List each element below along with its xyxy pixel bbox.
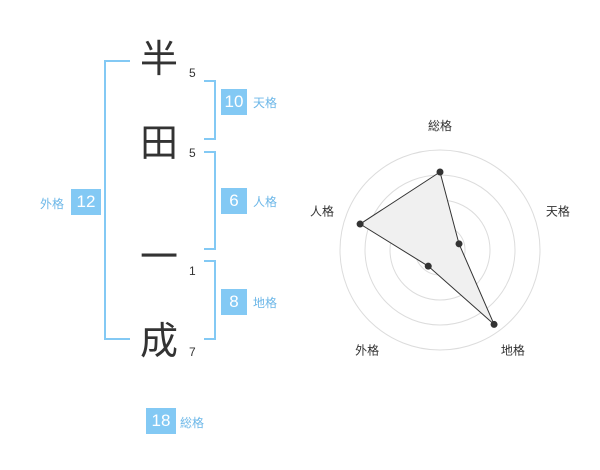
soukaku-value: 18 [146, 408, 176, 434]
name-char-3-strokes: 1 [189, 264, 196, 278]
chikaku-bracket [204, 260, 216, 340]
chikaku-value: 8 [221, 289, 247, 315]
jinkaku-label: 人格 [253, 195, 278, 209]
jinkaku-value: 6 [221, 188, 247, 214]
radar-point-2 [455, 240, 463, 248]
radar-ring-4 [339, 149, 541, 351]
radar-axis-label-1: 総格 [428, 118, 452, 133]
radar-point-5 [356, 220, 364, 228]
radar-area [359, 171, 495, 325]
gaikaku-label: 外格 [40, 197, 65, 211]
tenkaku-value: 10 [221, 89, 247, 115]
name-char-1: 半 [140, 37, 179, 81]
name-char-4: 成 [140, 319, 179, 363]
name-char-2-strokes: 5 [189, 146, 196, 160]
soukaku-label: 総格 [180, 416, 205, 430]
name-char-3: 一 [140, 235, 179, 279]
chikaku-label: 地格 [253, 296, 278, 310]
radar-point-4 [424, 262, 432, 270]
jinkaku-bracket [204, 151, 216, 250]
radar-axis-label-3: 地格 [501, 342, 525, 357]
name-char-2: 田 [140, 121, 179, 165]
tenkaku-bracket [204, 80, 216, 140]
radar-point-3 [490, 320, 498, 328]
radar-axis-label-2: 天格 [546, 204, 570, 219]
radar-point-1 [436, 168, 444, 176]
radar-axis-label-4: 外格 [355, 342, 379, 357]
name-char-1-strokes: 5 [189, 66, 196, 80]
tenkaku-label: 天格 [253, 96, 278, 110]
name-char-4-strokes: 7 [189, 345, 196, 359]
gaikaku-bracket [104, 60, 130, 340]
radar-axis-label-5: 人格 [310, 204, 334, 219]
gaikaku-value: 12 [71, 189, 101, 215]
